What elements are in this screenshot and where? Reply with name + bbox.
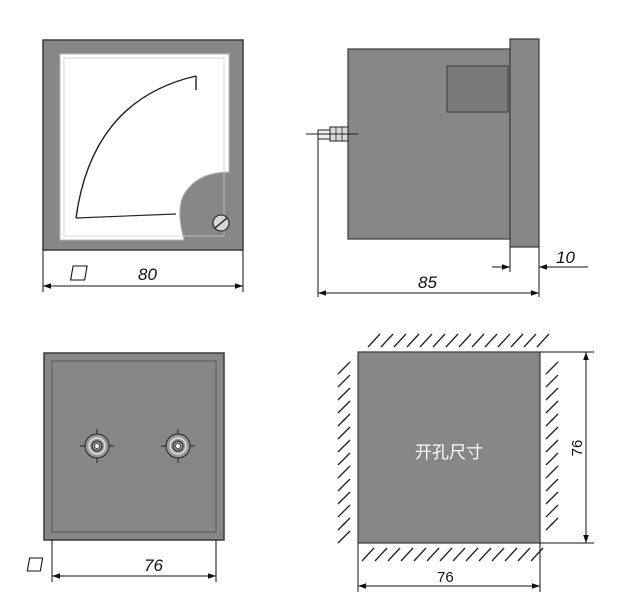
- hatch-line: [426, 547, 440, 562]
- hatch-line: [445, 333, 459, 348]
- hatch-line: [536, 333, 550, 348]
- hatch-line: [413, 547, 427, 562]
- hatch-line: [510, 333, 524, 348]
- hatch-line: [337, 478, 351, 492]
- hatch-line: [545, 517, 559, 531]
- side-depth-label: 85: [418, 273, 437, 292]
- cutout-width-label: 76: [437, 569, 454, 586]
- hatch-line: [530, 547, 544, 562]
- hatch-line: [337, 400, 351, 414]
- front-width-label: 80: [138, 265, 157, 284]
- hatch-line: [452, 547, 466, 562]
- cutout-view: 开孔尺寸 76 76: [337, 333, 594, 592]
- hatch-line: [337, 491, 351, 505]
- cutout-height-label: 76: [569, 440, 586, 457]
- hatch-line: [545, 465, 559, 479]
- hatch-line: [406, 333, 420, 348]
- terminal-stud-icon: [306, 126, 358, 142]
- hatch-line: [465, 547, 479, 562]
- square-symbol-icon: [69, 265, 88, 281]
- flange-width-label: 10: [556, 248, 575, 267]
- hatch-line: [545, 374, 559, 388]
- hatch-line: [393, 333, 407, 348]
- hatch-line: [545, 387, 559, 401]
- hatch-line: [545, 400, 559, 414]
- hatch-line: [484, 333, 498, 348]
- dial-face: [59, 53, 230, 241]
- hatch-line: [337, 504, 351, 518]
- hatch-line: [545, 491, 559, 505]
- square-symbol-icon: [26, 557, 44, 572]
- panel-hatching: [337, 333, 559, 562]
- back-body: [43, 352, 225, 541]
- hatch-line: [471, 333, 485, 348]
- back-width-label: 76: [144, 556, 163, 575]
- hatch-line: [387, 547, 401, 562]
- back-inner-border: [51, 360, 217, 533]
- hatch-line: [337, 413, 351, 427]
- hatch-line: [504, 547, 518, 562]
- hatch-line: [478, 547, 492, 562]
- hatch-line: [337, 361, 351, 375]
- terminal-right-icon: [161, 429, 195, 463]
- hatch-line: [545, 361, 559, 375]
- hatch-line: [491, 547, 505, 562]
- zero-adjust-screw-icon: [212, 214, 230, 232]
- hatch-line: [497, 333, 511, 348]
- hatch-line: [337, 439, 351, 453]
- hatch-line: [337, 465, 351, 479]
- hatch-line: [374, 547, 388, 562]
- hatch-line: [419, 333, 433, 348]
- hatch-line: [517, 547, 531, 562]
- side-label-panel: [446, 65, 509, 113]
- dial-scale-baseline: [75, 213, 177, 219]
- cutout-label: 开孔尺寸: [415, 443, 483, 463]
- hatch-line: [545, 452, 559, 466]
- hatch-line: [337, 426, 351, 440]
- hatch-line: [367, 333, 381, 348]
- hatch-line: [361, 547, 375, 562]
- hatch-line: [545, 478, 559, 492]
- hatch-line: [337, 452, 351, 466]
- hatch-line: [545, 426, 559, 440]
- hatch-line: [380, 333, 394, 348]
- hatch-line: [545, 504, 559, 518]
- hatch-line: [523, 333, 537, 348]
- cutout-hole: [357, 351, 541, 544]
- hatch-line: [439, 547, 453, 562]
- hatch-line: [545, 439, 559, 453]
- hatch-line: [337, 387, 351, 401]
- front-view: 80: [42, 39, 244, 292]
- dial-scale-arc: [75, 75, 197, 219]
- hatch-line: [337, 517, 351, 531]
- terminal-left-icon: [80, 429, 114, 463]
- hatch-line: [432, 333, 446, 348]
- hatch-line: [337, 530, 351, 544]
- back-view: 76: [26, 352, 225, 582]
- side-view: 85 10: [306, 38, 588, 297]
- hatch-line: [458, 333, 472, 348]
- hatch-line: [337, 374, 351, 388]
- hatch-line: [545, 413, 559, 427]
- dial-inner-border: [63, 57, 225, 237]
- hatch-line: [400, 547, 414, 562]
- side-flange: [509, 38, 540, 248]
